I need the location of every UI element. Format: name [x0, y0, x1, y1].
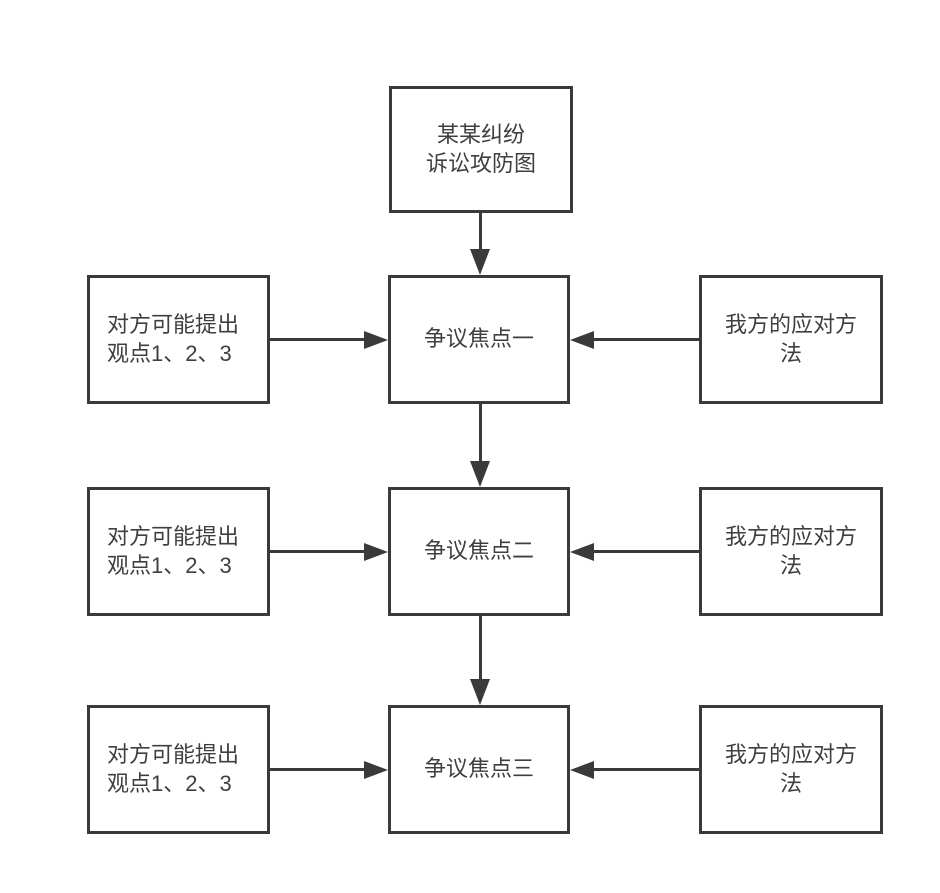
connector-focus2-to-focus3-line	[479, 616, 482, 682]
arrow-right-icon	[364, 331, 388, 349]
our-response-label-3: 我方的应对方 法	[724, 741, 857, 796]
dispute-focus-box-3: 争议焦点三	[388, 705, 570, 834]
arrow-down-icon	[470, 249, 490, 275]
arrow-right-icon	[364, 543, 388, 561]
dispute-focus-box-2: 争议焦点二	[388, 487, 570, 616]
opponent-points-label-3: 对方可能提出 观点1、2、3	[107, 741, 240, 796]
title-box-label: 某某纠纷 诉讼攻防图	[425, 121, 536, 176]
connector-points1-to-focus1-line	[270, 338, 366, 341]
connector-response2-to-focus2-line	[593, 550, 699, 553]
arrow-left-icon	[570, 543, 594, 561]
opponent-points-box-3: 对方可能提出 观点1、2、3	[87, 705, 270, 834]
opponent-points-box-2: 对方可能提出 观点1、2、3	[87, 487, 270, 616]
dispute-focus-label-1: 争议焦点一	[423, 326, 534, 352]
title-box: 某某纠纷 诉讼攻防图	[389, 86, 573, 213]
connector-points3-to-focus3-line	[270, 768, 366, 771]
arrow-right-icon	[364, 761, 388, 779]
arrow-left-icon	[570, 331, 594, 349]
opponent-points-box-1: 对方可能提出 观点1、2、3	[87, 275, 270, 404]
dispute-focus-box-1: 争议焦点一	[388, 275, 570, 404]
arrow-left-icon	[570, 761, 594, 779]
our-response-box-1: 我方的应对方 法	[699, 275, 883, 404]
connector-focus1-to-focus2-line	[479, 404, 482, 464]
our-response-label-2: 我方的应对方 法	[724, 523, 857, 578]
connector-response3-to-focus3-line	[593, 768, 699, 771]
our-response-box-3: 我方的应对方 法	[699, 705, 883, 834]
our-response-box-2: 我方的应对方 法	[699, 487, 883, 616]
arrow-down-icon	[470, 461, 490, 487]
opponent-points-label-2: 对方可能提出 观点1、2、3	[107, 523, 240, 578]
connector-response1-to-focus1-line	[593, 338, 699, 341]
dispute-focus-label-3: 争议焦点三	[423, 756, 534, 782]
connector-title-to-focus1-line	[479, 213, 482, 253]
connector-points2-to-focus2-line	[270, 550, 366, 553]
arrow-down-icon	[470, 679, 490, 705]
our-response-label-1: 我方的应对方 法	[724, 311, 857, 366]
opponent-points-label-1: 对方可能提出 观点1、2、3	[107, 311, 240, 366]
dispute-focus-label-2: 争议焦点二	[423, 538, 534, 564]
